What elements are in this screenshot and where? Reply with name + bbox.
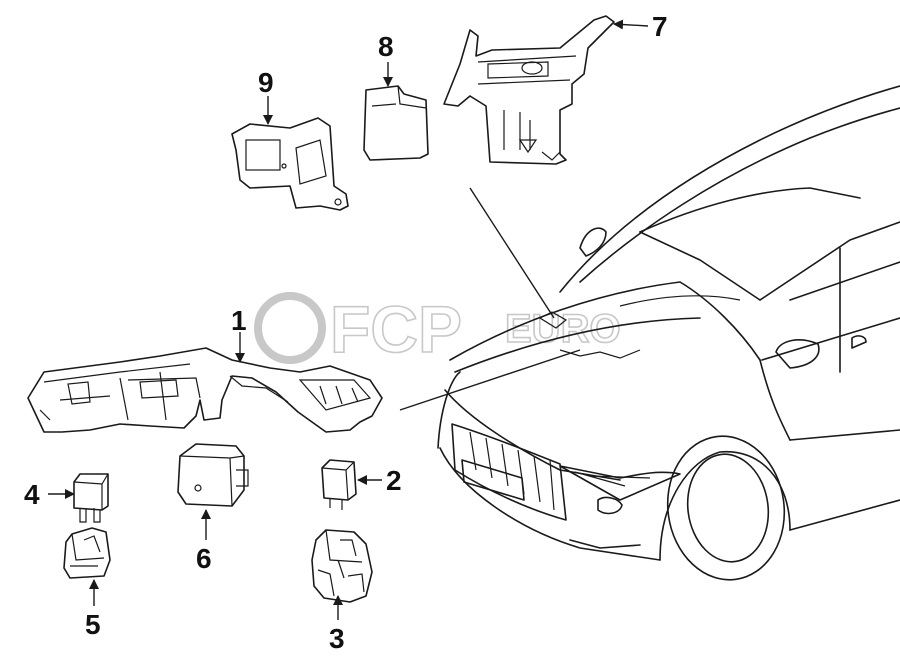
fuse-relay-panel-part — [27, 347, 383, 433]
location-leader-upper — [469, 187, 555, 319]
callout-9: 9 — [258, 67, 274, 98]
callout-4: 4 — [24, 479, 40, 510]
callout-6: 6 — [196, 543, 212, 574]
car-illustration — [437, 85, 900, 581]
leader-lines — [48, 19, 649, 620]
watermark-brand: FCP — [330, 292, 462, 366]
callout-3: 3 — [329, 623, 345, 654]
relay-large-part — [177, 443, 249, 507]
control-module-part — [363, 85, 429, 161]
location-leader-lower — [399, 349, 581, 411]
callout-5: 5 — [85, 609, 101, 640]
fuse-holder-part — [63, 527, 111, 579]
module-mount-part — [231, 117, 349, 211]
callout-8: 8 — [378, 31, 394, 62]
blade-fuse-part — [73, 473, 109, 523]
callout-2: 2 — [386, 465, 402, 496]
relay-bracket-part — [311, 529, 373, 603]
callout-7: 7 — [652, 11, 668, 42]
leader-7 — [613, 19, 649, 30]
relay-bracket-top-part — [443, 15, 615, 165]
watermark-logo-icon — [254, 292, 326, 364]
fcp-euro-watermark: FCP EURO — [254, 291, 621, 367]
relay-small-part — [321, 459, 357, 510]
callout-1: 1 — [231, 305, 247, 336]
callout-numbers: 1 2 3 4 5 6 7 8 9 — [24, 11, 668, 654]
